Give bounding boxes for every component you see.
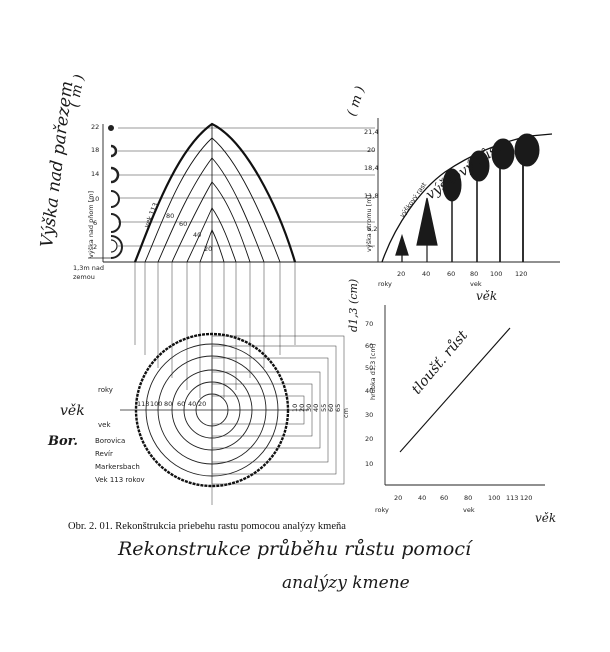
disc-diam-label: 40	[312, 404, 320, 412]
diameter-growth-chart: hrúbka d1,3 [cm] 70 60 50 40 30 20 10 20…	[365, 305, 545, 514]
section-y-ticks: 22 18 14 10 6 2	[91, 123, 99, 251]
height-chart-x-left-label: roky	[378, 280, 392, 288]
section-y-axis-label: výška nad pňom [m]	[87, 191, 95, 258]
disc-diameter-labels: 65 60 55 40 30 20 10 cm	[291, 404, 350, 418]
diameter-x-tick: 80	[464, 494, 472, 502]
hand-left-axis-unit: ( m )	[66, 73, 88, 108]
hand-thickness-growth: tloušť. růst	[408, 327, 471, 398]
height-x-tick: 60	[447, 270, 455, 278]
disc-diam-label: 60	[327, 404, 335, 412]
height-chart-y-label: výška stromu [m]	[365, 195, 373, 252]
ring-age-label: 40	[188, 400, 196, 408]
ring-age-label: 100	[150, 400, 162, 408]
hand-caption-line1: Rekonstrukce průběhu růstu pomocí	[117, 538, 474, 560]
disc-info: Borovica Revír Markersbach Vek 113 rokov	[95, 437, 145, 484]
tree-silhouettes	[395, 133, 540, 262]
hand-vek-right-top: věk	[476, 289, 497, 303]
height-chart-x-label: vek	[470, 280, 482, 288]
hand-height-growth: výškový růst	[423, 138, 506, 203]
height-chart-y-ticks: 21,4 20 18,4 11,8 6,2	[364, 128, 378, 233]
age-label-113: vek 113	[142, 202, 159, 229]
stem-profiles	[133, 122, 297, 263]
height-tick: 18,4	[364, 164, 378, 172]
diameter-tick: 40	[365, 387, 373, 395]
height-x-tick: 20	[397, 270, 405, 278]
disc-info-line: Vek 113 rokov	[95, 476, 145, 484]
diameter-x-tick: 20	[394, 494, 402, 502]
section-tick: 10	[91, 195, 99, 203]
height-tick: 21,4	[364, 128, 378, 136]
section-tick: 14	[91, 170, 99, 178]
diameter-x-tick: 120	[520, 494, 532, 502]
stem-disc: 65 60 55 40 30 20 10 cm 113 100 80 60 40…	[95, 332, 350, 488]
section-mini-discs	[108, 125, 123, 259]
diameter-tick: 20	[365, 435, 373, 443]
disc-diam-label: 30	[305, 404, 313, 412]
diameter-chart-y-label: hrúbka d1,3 [cm]	[369, 344, 377, 400]
diameter-tick: 70	[365, 320, 373, 328]
section-tick: 2	[93, 243, 97, 251]
section-tick: 6	[93, 219, 97, 227]
height-x-tick: 80	[470, 270, 478, 278]
hand-top-unit: ( m )	[345, 84, 369, 118]
projection-lines	[134, 262, 296, 505]
disc-roky-label: roky	[98, 386, 113, 394]
height-x-tick: 40	[422, 270, 430, 278]
diameter-x-tick: 100	[488, 494, 500, 502]
disc-ring-age-labels: 113 100 80 60 40 20	[137, 400, 206, 408]
disc-info-line: Markersbach	[95, 463, 140, 471]
hand-caption-line2: analýzy kmene	[282, 573, 410, 593]
age-label-20: 20	[204, 245, 212, 253]
ground-label-line1: 1,3m nad	[73, 264, 104, 272]
diameter-tick: 60	[365, 342, 373, 350]
diameter-tick: 10	[365, 460, 373, 468]
height-tick: 20	[367, 146, 375, 154]
diameter-chart-x-ticks: 20 40 60 80 100 113 120	[394, 494, 532, 502]
diameter-chart-y-ticks: 70 60 50 40 30 20 10	[365, 320, 373, 468]
height-chart-x-ticks: 20 40 60 80 100 120	[397, 270, 527, 278]
hand-thickness-axis: d1,3 (cm)	[347, 279, 360, 332]
disc-diam-label: 65	[334, 404, 342, 412]
section-tick: 18	[91, 146, 99, 154]
disc-info-line: Revír	[95, 450, 113, 458]
ring-age-label: 113	[137, 400, 149, 408]
diameter-x-tick: 60	[440, 494, 448, 502]
section-tick: 22	[91, 123, 99, 131]
diameter-chart-x-left-label: roky	[375, 506, 389, 514]
longitudinal-section: výška nad pňom [m] 22 18 14 10 6 2	[73, 122, 378, 281]
disc-unit-label: cm	[342, 408, 350, 418]
diameter-tick: 50	[365, 364, 373, 372]
age-label-60: 60	[179, 220, 187, 228]
disc-info-line: Borovica	[95, 437, 125, 445]
diameter-x-tick: 113	[506, 494, 518, 502]
ring-age-label: 60	[177, 400, 185, 408]
disc-diam-label: 55	[320, 404, 328, 412]
age-label-40: 40	[193, 231, 201, 239]
hand-vek-bottom-right: věk	[535, 511, 556, 525]
ring-age-label: 80	[164, 400, 172, 408]
disc-vek-label: vek	[98, 421, 111, 429]
diameter-tick: 30	[365, 411, 373, 419]
height-x-tick: 120	[515, 270, 527, 278]
figure-caption: Obr. 2. 01. Rekonštrukcia priebehu rastu…	[68, 521, 346, 532]
age-label-80: 80	[166, 212, 174, 220]
height-tick: 6,2	[367, 225, 377, 233]
ring-age-label: 20	[198, 400, 206, 408]
section-level-lines	[118, 127, 375, 247]
hand-bor: Bor.	[47, 434, 78, 449]
disc-diam-label: 10	[291, 404, 299, 412]
hand-vek-left: věk	[60, 403, 85, 419]
disc-diam-label: 20	[298, 404, 306, 412]
disc-dimension-lines	[211, 335, 345, 485]
height-tick: 11,8	[364, 192, 378, 200]
height-x-tick: 100	[490, 270, 502, 278]
diameter-growth-line	[399, 327, 511, 453]
diameter-x-tick: 40	[418, 494, 426, 502]
ground-label-line2: zemou	[73, 273, 95, 281]
diameter-chart-x-label: vek	[463, 506, 475, 514]
height-growth-chart: výška stromu [m] 21,4 20 18,4 11,8 6,2 v…	[364, 118, 560, 288]
